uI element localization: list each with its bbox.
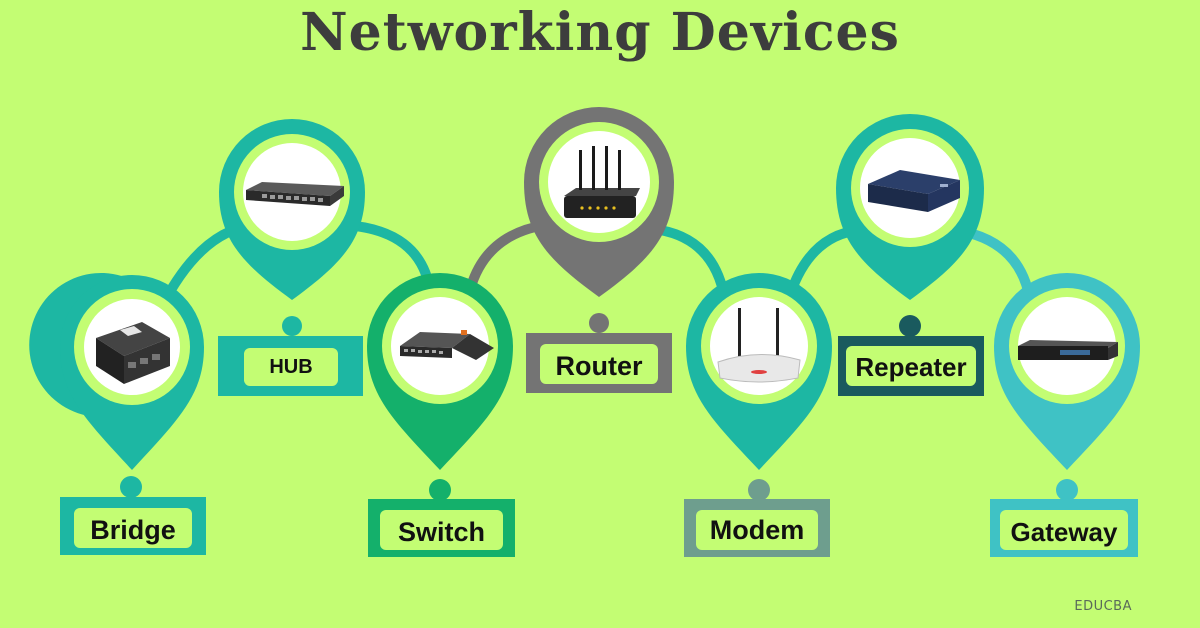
modem-device-icon (717, 308, 801, 383)
pin-hub (218, 119, 365, 396)
bridge-device-icon (96, 322, 170, 384)
switch-device-icon (400, 330, 494, 360)
page-title: Networking Devices (300, 2, 900, 63)
label-repeater: Repeater (855, 352, 967, 382)
repeater-device-icon (868, 170, 960, 212)
pin-modem (684, 273, 832, 557)
label-modem: Modem (709, 515, 805, 545)
pin-switch (367, 273, 515, 557)
label-hub: HUB (269, 356, 313, 378)
hub-device-icon (246, 182, 344, 206)
router-device-icon (564, 146, 640, 218)
pin-gateway (990, 273, 1140, 557)
label-router: Router (555, 351, 643, 381)
label-switch: Switch (397, 517, 485, 547)
label-bridge: Bridge (90, 515, 176, 545)
pin-repeater (836, 114, 984, 396)
gateway-device-icon (1018, 340, 1118, 360)
arc-switch-router (465, 220, 550, 295)
pin-router (524, 107, 674, 393)
pin-bridge (29, 273, 206, 555)
watermark: EDUCBA (1074, 599, 1132, 614)
label-gateway: Gateway (1010, 517, 1118, 547)
